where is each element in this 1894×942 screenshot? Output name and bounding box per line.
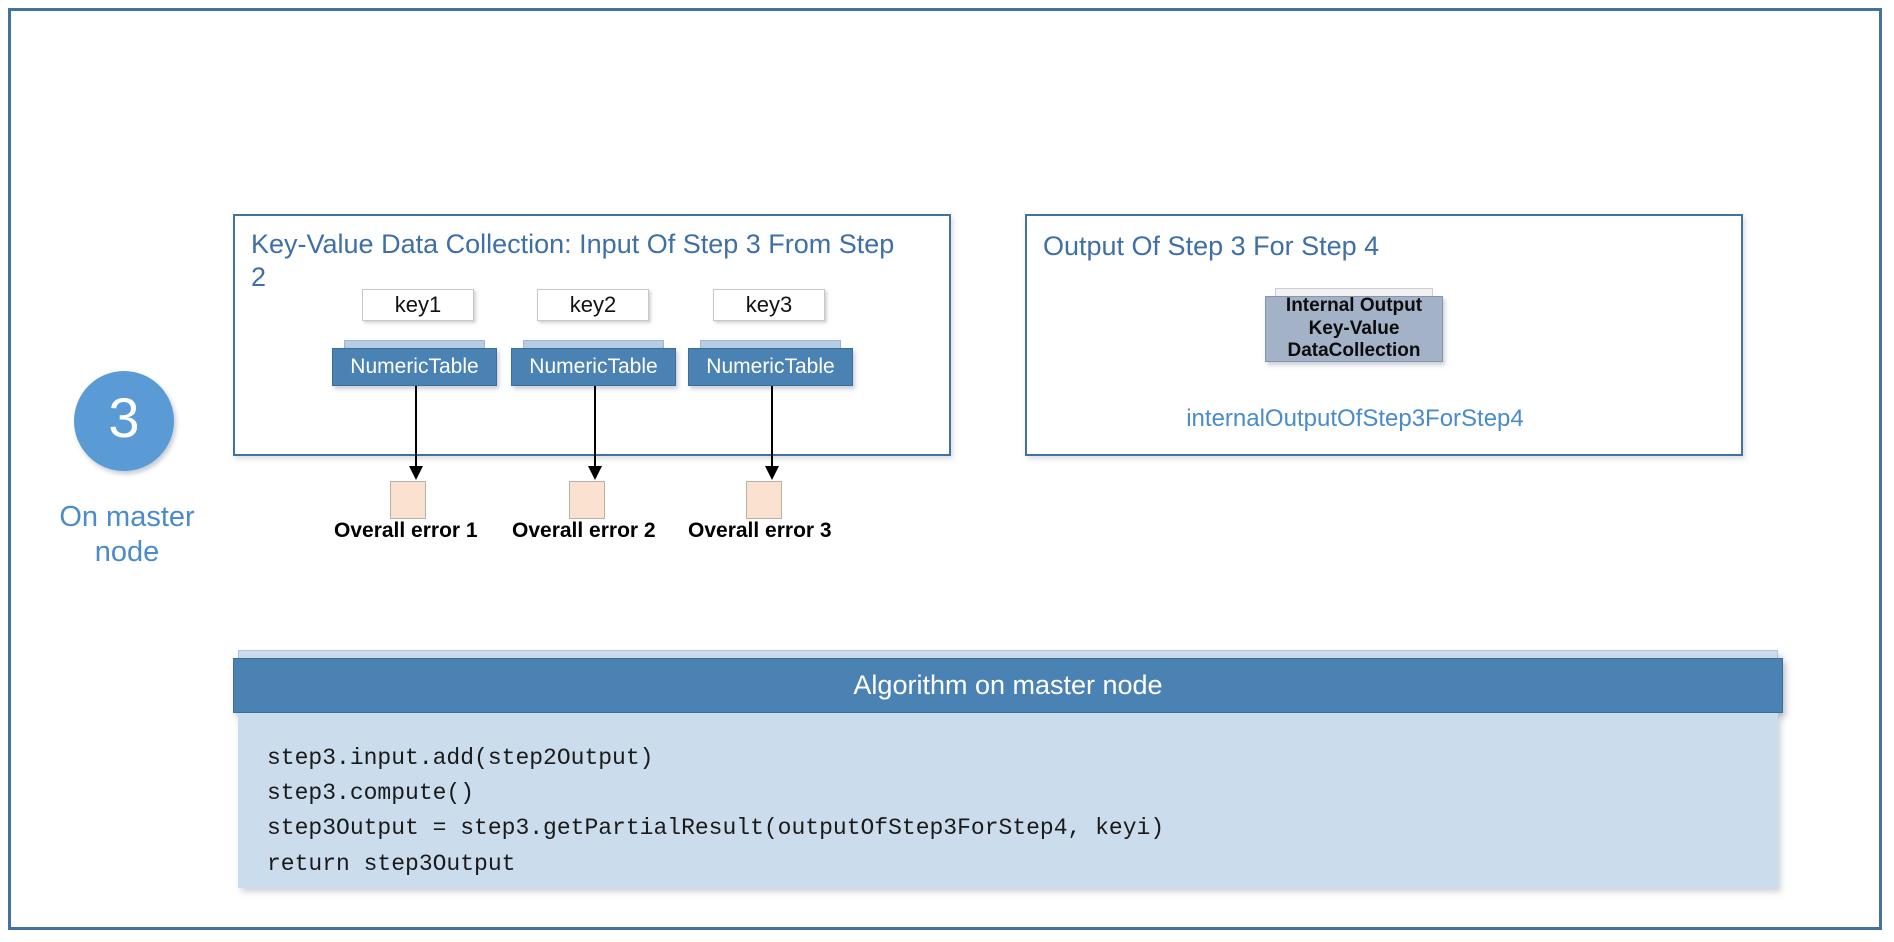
internal-output-caption: internalOutputOfStep3ForStep4: [1186, 405, 1524, 432]
code-panel-title: Algorithm on master node: [853, 670, 1163, 700]
key-box-2: key2: [537, 289, 649, 321]
numerictable-label-3: NumericTable: [688, 348, 853, 386]
left-panel-title: Key-Value Data Collection: Input Of Step…: [251, 229, 895, 292]
numerictable-label-1: NumericTable: [332, 348, 497, 386]
right-panel-title: Output Of Step 3 For Step 4: [1043, 231, 1380, 261]
numerictable-label-2: NumericTable: [511, 348, 676, 386]
internal-output-box: Internal Output Key-Value DataCollection: [1265, 288, 1443, 362]
key-label-3: key3: [745, 292, 793, 317]
key-box-3: key3: [713, 289, 825, 321]
arrow-down-3: [765, 386, 779, 480]
step-number-label: 3: [108, 386, 140, 449]
key-label-1: key1: [394, 292, 442, 317]
numerictable-box-2: NumericTable: [511, 340, 676, 386]
arrow-down-2: [588, 386, 602, 480]
code-panel-header: Algorithm on master node: [233, 658, 1783, 713]
key-label-2: key2: [569, 292, 617, 317]
key-box-1: key1: [362, 289, 474, 321]
error-label-1: Overall error 1: [334, 519, 478, 542]
step-number-badge: 3: [74, 371, 174, 471]
error-label-2: Overall error 2: [512, 519, 656, 542]
left-panel-input-of-step3: Key-Value Data Collection: Input Of Step…: [233, 214, 951, 456]
error-label-3: Overall error 3: [688, 519, 832, 542]
arrow-down-1: [409, 386, 423, 480]
numerictable-box-1: NumericTable: [332, 340, 497, 386]
error-square-2: [569, 481, 605, 519]
numerictable-box-3: NumericTable: [688, 340, 853, 386]
code-text: step3.input.add(step2Output) step3.compu…: [267, 745, 1165, 877]
error-square-1: [390, 481, 426, 519]
code-panel-body: step3.input.add(step2Output) step3.compu…: [238, 713, 1778, 888]
error-square-3: [746, 481, 782, 519]
internal-output-label: Internal Output Key-Value DataCollection: [1265, 295, 1443, 362]
